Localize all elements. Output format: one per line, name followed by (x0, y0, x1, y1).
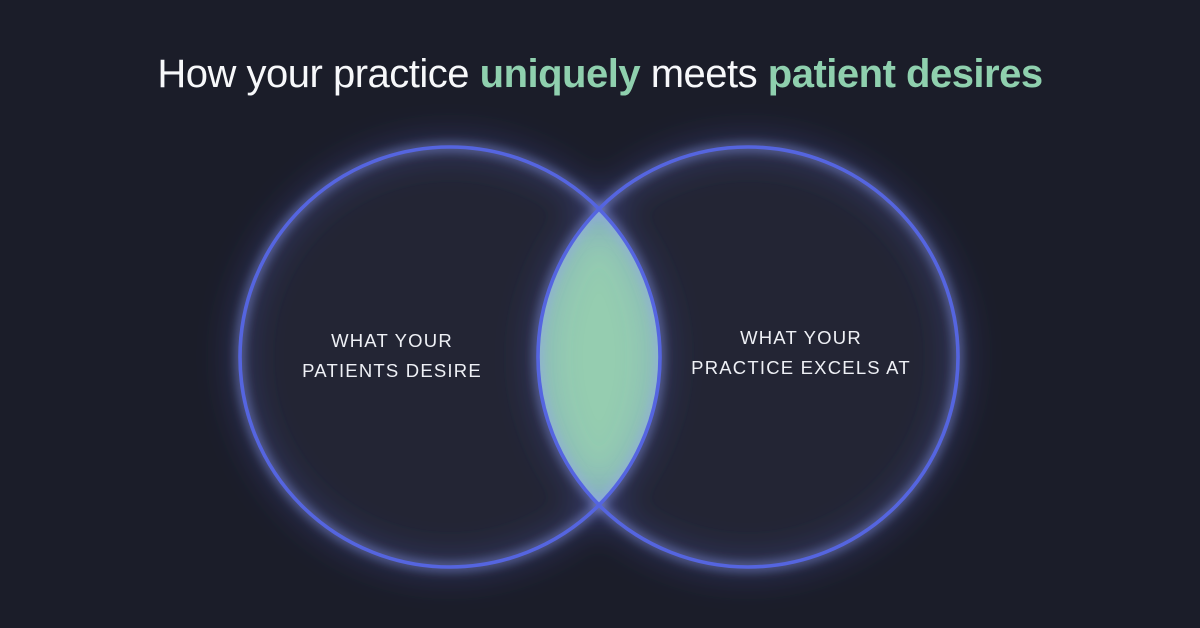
right-circle-outline (536, 145, 960, 569)
intersection-region (537, 209, 661, 505)
right-circle-label-line1: WHAT YOUR (740, 327, 862, 348)
page-title: How your practice uniquely meets patient… (0, 52, 1200, 97)
title-segment: How your practice (157, 52, 470, 96)
title-highlight-uniquely: uniquely (479, 52, 641, 96)
title-segment: meets (650, 52, 758, 96)
left-circle-outline (238, 145, 662, 569)
right-circle-label: WHAT YOUR PRACTICE EXCELS AT (691, 323, 911, 383)
left-circle-label: WHAT YOUR PATIENTS DESIRE (302, 326, 482, 386)
left-circle-label-line1: WHAT YOUR (331, 330, 453, 351)
title-highlight-patient-desires: patient desires (767, 52, 1043, 96)
left-circle-label-line2: PATIENTS DESIRE (302, 360, 482, 381)
right-circle-label-line2: PRACTICE EXCELS AT (691, 357, 911, 378)
